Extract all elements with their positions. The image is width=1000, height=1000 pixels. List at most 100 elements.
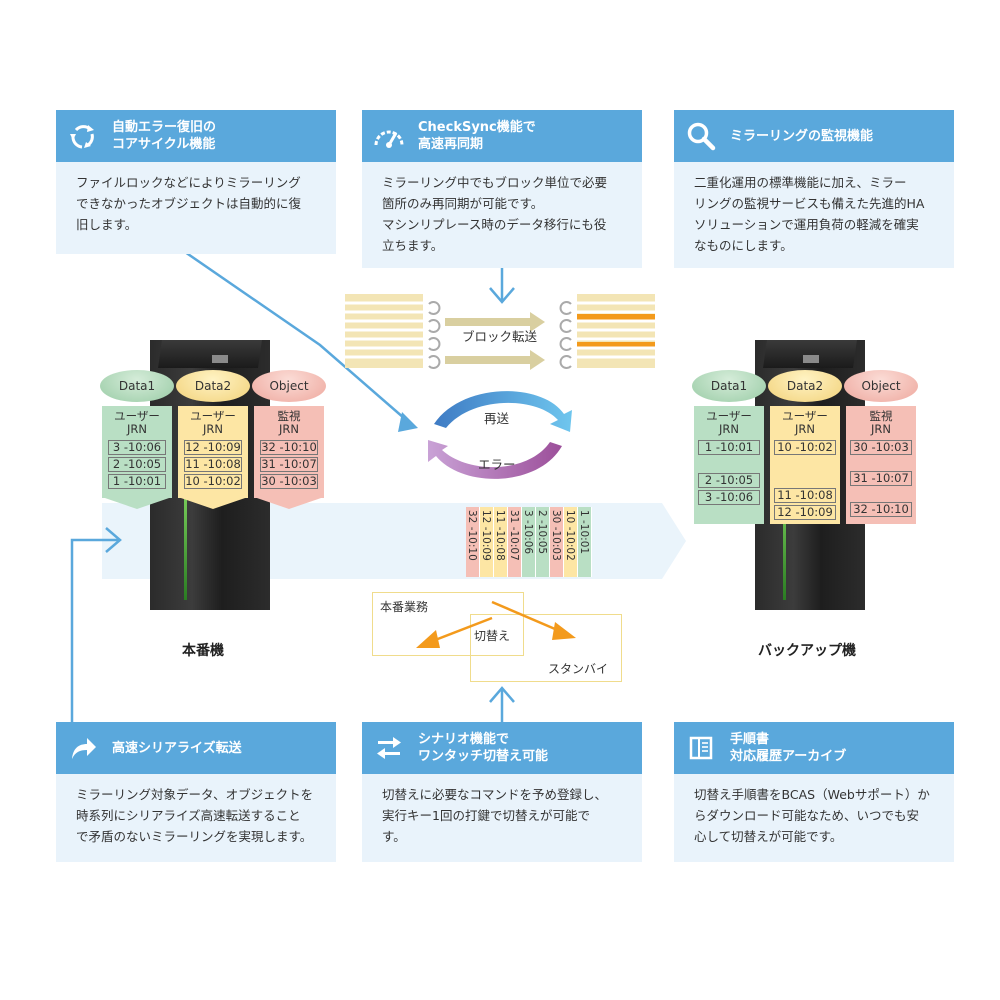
- stream-entry: 12 -10:09: [480, 507, 494, 577]
- server-status-light: [184, 490, 187, 600]
- card-monitoring-header: ミラーリングの監視機能: [674, 110, 954, 162]
- jrn-pointer: [178, 497, 248, 509]
- card-title-line1: 手順書: [730, 732, 770, 747]
- swap-arrows-icon: [372, 731, 406, 765]
- card-title: ミラーリングの監視機能: [730, 128, 874, 144]
- card-title-line2: ワンタッチ切替え可能: [418, 749, 549, 764]
- card-body-line: ミラーリング中でもブロック単位で必要: [382, 175, 608, 190]
- recycle-arrows-icon: [66, 119, 100, 153]
- card-auto-recovery-header: 自動エラー復旧のコアサイクル機能: [56, 110, 336, 162]
- stream-entry: 32 -10:10: [466, 507, 480, 577]
- card-body-line: 切替え手順書をBCAS（Webサポート）か: [694, 787, 930, 802]
- jrn-pointer: [254, 497, 324, 509]
- card-title-line1: CheckSync機能で: [418, 120, 536, 135]
- card-body-line: ソリューションで運用負荷の軽減を確実: [694, 217, 919, 232]
- stream-entry: 31 -10:07: [508, 507, 522, 577]
- jrn-entry: 3 -10:06: [698, 490, 760, 505]
- connector-scenario-arrowhead: [489, 686, 515, 703]
- card-body-line: 切替えに必要なコマンドを予め登録し、: [382, 787, 608, 802]
- card-body-line: 実行キー1回の打鍵で切替えが可能で: [382, 808, 590, 823]
- jrn-label: ユーザー: [190, 409, 236, 423]
- jrn-label: JRN: [871, 422, 891, 436]
- jrn-entry: 10 -10:02: [774, 440, 836, 455]
- card-scenario-body: 切替えに必要なコマンドを予め登録し、 実行キー1回の打鍵で切替えが可能で す。: [362, 774, 642, 862]
- connector-serialize-arrowhead: [105, 527, 122, 553]
- right-db-object: Object: [844, 370, 918, 402]
- left-db-data1: Data1: [100, 370, 174, 402]
- transfer-arrow-top: [445, 312, 545, 332]
- jrn-entry: 11 -10:08: [774, 488, 836, 503]
- card-body-line: ファイルロックなどによりミラーリング: [76, 175, 301, 190]
- stream-entry: 11 -10:08: [494, 507, 508, 577]
- card-auto-recovery: 自動エラー復旧のコアサイクル機能 ファイルロックなどによりミラーリング できなか…: [56, 110, 336, 254]
- connector-serialize: [70, 538, 118, 722]
- jrn-entry: 2 -10:05: [108, 457, 166, 472]
- switch-arrow-to-production: [429, 616, 493, 644]
- jrn-label: JRN: [719, 422, 739, 436]
- jrn-entry: 30 -10:03: [260, 474, 318, 489]
- connector-checksync-arrowhead: [489, 287, 515, 304]
- jrn-label: JRN: [127, 422, 147, 436]
- card-body-line: 二重化運用の標準機能に加え、ミラー: [694, 175, 907, 190]
- resend-label: 再送: [484, 411, 510, 426]
- left-db-data2: Data2: [176, 370, 250, 402]
- jrn-entry: 3 -10:06: [108, 440, 166, 455]
- jrn-entry: 2 -10:05: [698, 473, 760, 488]
- production-work-label: 本番業務: [380, 600, 429, 614]
- card-title-line2: 対応履歴アーカイブ: [730, 749, 847, 764]
- card-manual-body: 切替え手順書をBCAS（Webサポート）か らダウンロード可能なため、いつでも安…: [674, 774, 954, 862]
- switch-arrowhead: [416, 630, 440, 648]
- book-icon: [684, 731, 718, 765]
- jrn-entry: 12 -10:09: [184, 440, 242, 455]
- stream-entry: 1 -10:01: [578, 507, 592, 577]
- card-body-line: で矛盾のないミラーリングを実現します。: [76, 829, 313, 844]
- card-body-line: す。: [382, 829, 406, 844]
- card-monitoring-body: 二重化運用の標準機能に加え、ミラー リングの監視サービスも備えた先進的HA ソリ…: [674, 162, 954, 268]
- jrn-label: JRN: [279, 422, 299, 436]
- card-serialize: 高速シリアライズ転送 ミラーリング対象データ、オブジェクトを 時系列にシリアライ…: [56, 722, 336, 862]
- card-auto-recovery-body: ファイルロックなどによりミラーリング できなかったオブジェクトは自動的に復 旧し…: [56, 162, 336, 254]
- switch-overlap-box: [470, 614, 524, 656]
- card-body-line: 旧します。: [76, 217, 138, 232]
- jrn-entry: 30 -10:03: [850, 440, 912, 455]
- stream-entry: 10 -10:02: [564, 507, 578, 577]
- magnifier-icon: [684, 119, 718, 153]
- speedometer-icon: [372, 119, 406, 153]
- connector-auto-recovery-arrowhead: [398, 412, 418, 432]
- switch-arrow-to-standby: [491, 600, 563, 634]
- card-title-line1: 自動エラー復旧の: [112, 120, 217, 135]
- jrn-pointer: [102, 497, 172, 509]
- card-body-line: ミラーリング対象データ、オブジェクトを: [76, 787, 314, 802]
- jrn-entry: 10 -10:02: [184, 474, 242, 489]
- production-server-label: 本番機: [182, 643, 224, 659]
- card-title-line2: コアサイクル機能: [112, 137, 216, 152]
- stream-entry: 30 -10:03: [550, 507, 564, 577]
- backup-server-label: バックアップ機: [758, 643, 856, 659]
- card-scenario-header: シナリオ機能でワンタッチ切替え可能: [362, 722, 642, 774]
- standby-label: スタンバイ: [548, 662, 609, 676]
- source-blocks: [345, 294, 423, 368]
- jrn-entry: 1 -10:01: [108, 474, 166, 489]
- forward-arrow-icon: [66, 731, 100, 765]
- server-logo: [212, 355, 228, 363]
- jrn-label: ユーザー: [706, 409, 752, 423]
- card-body-line: らダウンロード可能なため、いつでも安: [694, 808, 920, 823]
- jrn-entry: 31 -10:07: [850, 471, 912, 486]
- jrn-label: 監視: [277, 409, 301, 423]
- card-checksync-body: ミラーリング中でもブロック単位で必要 箇所のみ再同期が可能です。 マシンリプレー…: [362, 162, 642, 268]
- card-title: 高速シリアライズ転送: [112, 740, 242, 756]
- jrn-entry: 11 -10:08: [184, 457, 242, 472]
- switch-arrows: [416, 600, 576, 648]
- card-manual: 手順書対応履歴アーカイブ 切替え手順書をBCAS（Webサポート）か らダウンロ…: [674, 722, 954, 862]
- connector-auto-recovery: [184, 250, 413, 426]
- right-db-data1: Data1: [692, 370, 766, 402]
- jrn-label: ユーザー: [114, 409, 160, 423]
- card-body-line: できなかったオブジェクトは自動的に復: [76, 196, 302, 211]
- card-monitoring: ミラーリングの監視機能 二重化運用の標準機能に加え、ミラー リングの監視サービス…: [674, 110, 954, 268]
- jrn-entry: 12 -10:09: [774, 505, 836, 520]
